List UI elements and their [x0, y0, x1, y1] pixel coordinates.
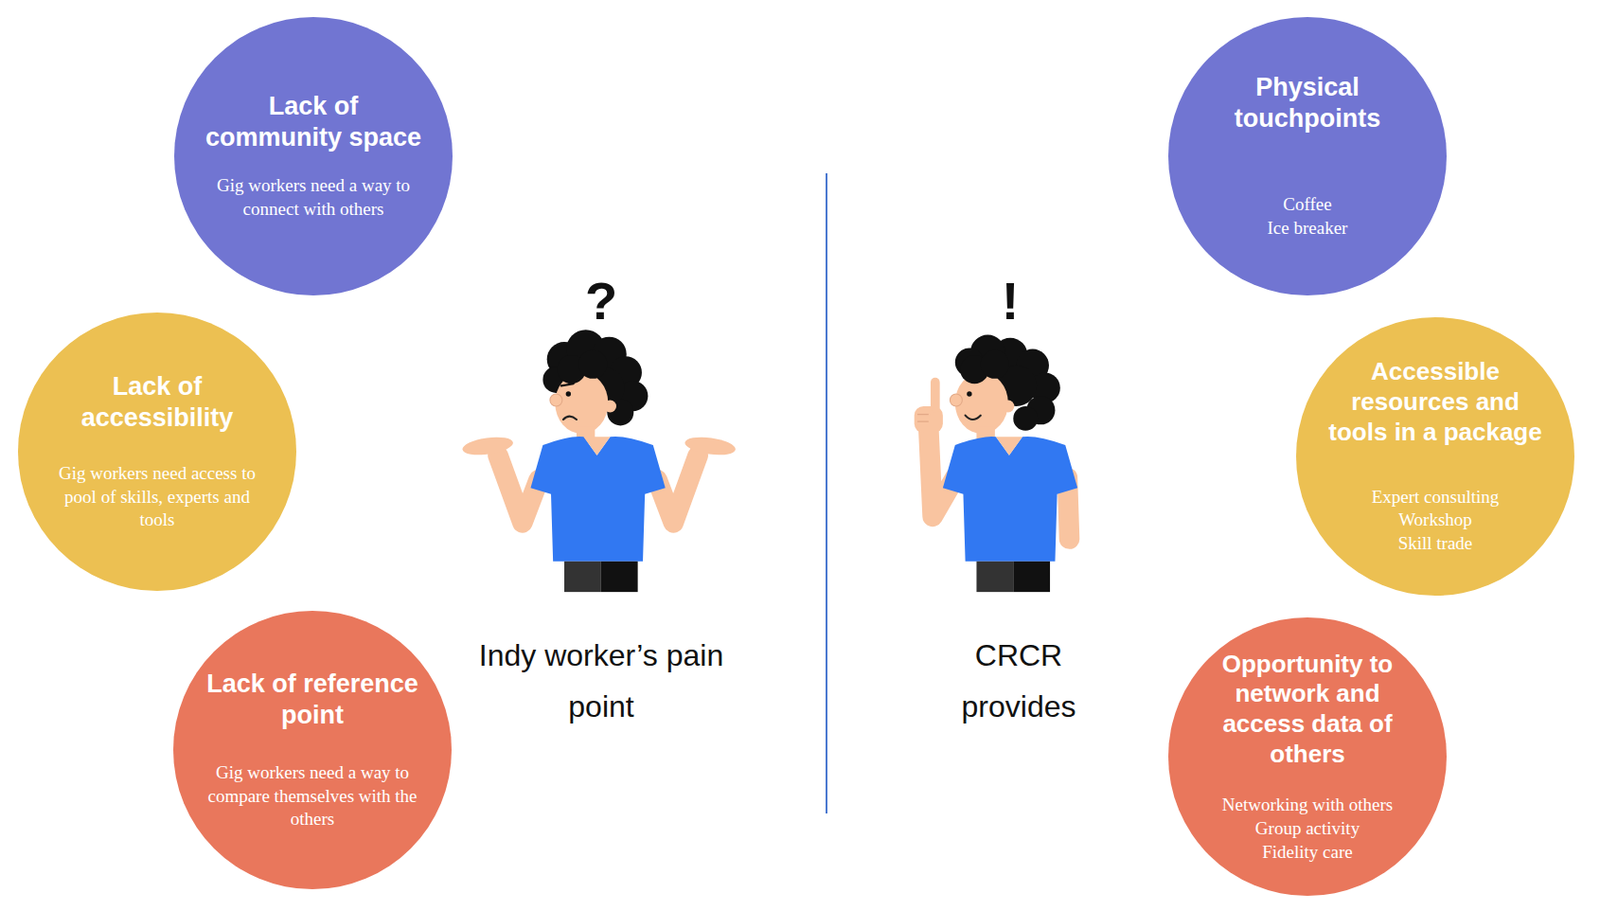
circle-shape	[173, 610, 452, 889]
circle-fill	[1168, 17, 1447, 296]
circle-node: Accessible resources and tools in a pack…	[1296, 317, 1575, 596]
column-heading: Indy worker’s pain point	[478, 629, 725, 732]
circle-heading: Lack of community space	[204, 90, 423, 154]
circle-body: Skill trade	[1335, 532, 1535, 556]
circle-body: Fidelity care	[1203, 840, 1412, 865]
circle-fill	[1296, 317, 1575, 596]
circle-fill	[174, 17, 453, 296]
circle-heading: Accessible resources and tools in a pack…	[1321, 356, 1549, 447]
circle-heading: Opportunity to network and access data o…	[1202, 649, 1413, 770]
text-stack: Opportunity to network and access data o…	[1202, 649, 1413, 865]
pants	[976, 561, 1014, 592]
circle-content: Lack of reference pointGig workers need …	[173, 610, 452, 889]
circle-content: Physical touchpointsCoffeeIce breaker	[1168, 17, 1447, 296]
exclamation-mark: !	[977, 272, 1044, 330]
circle-heading: Physical touchpoints	[1198, 71, 1417, 135]
circle-heading: Lack of accessibility	[48, 371, 267, 434]
circle-body: Group activity	[1203, 817, 1412, 841]
hand	[461, 434, 515, 459]
text-stack: Physical touchpointsCoffeeIce breaker	[1198, 71, 1417, 240]
shirt	[530, 436, 665, 562]
pointing-person	[914, 335, 1078, 593]
text-stack: Lack of accessibilityGig workers need ac…	[48, 371, 267, 533]
circle-body: Coffee	[1208, 193, 1407, 217]
pants	[564, 561, 602, 592]
text-stack: Lack of reference pointGig workers need …	[203, 668, 422, 832]
circle-body: Gig workers need a way to connect with o…	[213, 174, 414, 221]
circle-content: Accessible resources and tools in a pack…	[1296, 317, 1575, 596]
face	[554, 372, 608, 434]
circle-body: Gig workers need access to pool of skill…	[51, 462, 265, 533]
shirt	[942, 436, 1078, 562]
shrugging-person	[461, 329, 737, 592]
circle-content: Lack of accessibilityGig workers need ac…	[17, 312, 297, 591]
circle-content: Lack of community spaceGig workers need …	[174, 17, 453, 296]
question-mark: ?	[568, 272, 635, 330]
circle-node: Lack of community spaceGig workers need …	[174, 17, 453, 296]
circle-body: Expert consulting	[1335, 485, 1535, 510]
circle-body: Workshop	[1335, 508, 1535, 533]
circle-fill	[1168, 617, 1447, 896]
arm	[657, 455, 698, 523]
circle-fill	[173, 610, 452, 889]
circle-heading: Lack of reference point	[203, 668, 422, 731]
circle-body: Networking with others	[1203, 793, 1412, 818]
circle-shape	[1168, 17, 1447, 296]
arm	[497, 455, 539, 523]
circle-body: Gig workers need a way to compare themse…	[206, 761, 420, 832]
circle-shape	[174, 17, 453, 296]
circle-shape	[17, 312, 297, 591]
text-stack: Lack of community spaceGig workers need …	[204, 90, 423, 221]
column-heading: CRCR provides	[924, 629, 1114, 732]
circle-node: Physical touchpointsCoffeeIce breaker	[1168, 17, 1447, 296]
circle-node: Lack of reference pointGig workers need …	[173, 610, 452, 889]
circle-node: Lack of accessibilityGig workers need ac…	[17, 312, 297, 591]
hand	[683, 434, 737, 459]
circle-node: Opportunity to network and access data o…	[1168, 617, 1447, 896]
circle-fill	[17, 312, 297, 591]
text-stack: Accessible resources and tools in a pack…	[1321, 356, 1549, 555]
circle-body: Ice breaker	[1208, 216, 1407, 241]
circle-content: Opportunity to network and access data o…	[1168, 617, 1447, 896]
divider-line	[825, 173, 828, 814]
